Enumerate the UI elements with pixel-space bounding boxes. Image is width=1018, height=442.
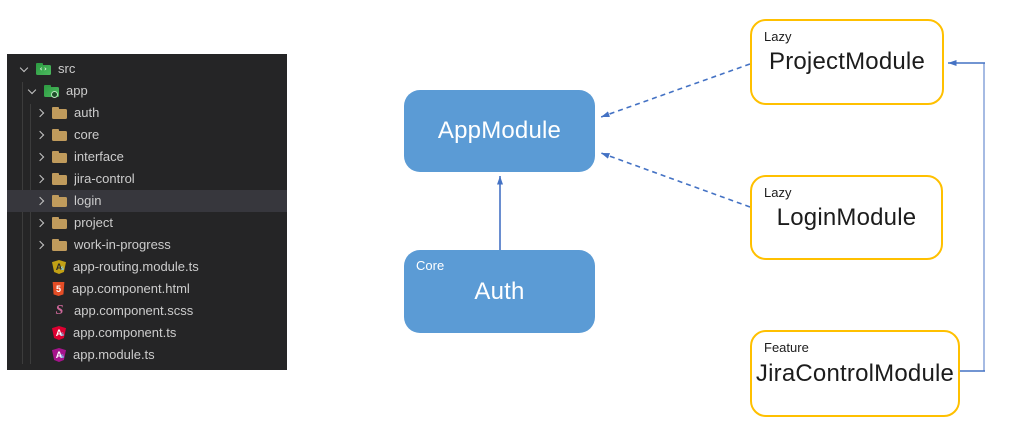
- chevron-right-icon[interactable]: [35, 130, 45, 140]
- folder-icon: [52, 238, 67, 253]
- tree-row-label: src: [58, 61, 76, 76]
- folder-icon: [52, 216, 67, 231]
- indent-guide: [30, 104, 31, 364]
- angular-routing-icon: A: [52, 260, 66, 274]
- tree-row-label: interface: [74, 149, 124, 164]
- tree-row-label: app.component.ts: [73, 325, 177, 340]
- chevron-right-icon[interactable]: [35, 174, 45, 184]
- edge-loginmodule-to-appmodule: [600, 152, 751, 208]
- indent-guide: [22, 82, 23, 364]
- tree-row-login[interactable]: login: [7, 190, 287, 212]
- tree-row-label: auth: [74, 105, 100, 120]
- tree-row-app.module.ts[interactable]: Aapp.module.ts: [7, 344, 287, 366]
- node-app-module: AppModule: [404, 90, 595, 172]
- chevron-down-icon[interactable]: [19, 63, 29, 72]
- tree-row-label: work-in-progress: [74, 237, 171, 252]
- tree-row-auth[interactable]: auth: [7, 102, 287, 124]
- tree-row-project[interactable]: project: [7, 212, 287, 234]
- tree-row-core[interactable]: core: [7, 124, 287, 146]
- tree-row-jira-control[interactable]: jira-control: [7, 168, 287, 190]
- chevron-right-icon[interactable]: [35, 240, 45, 250]
- chevron-right-icon[interactable]: [35, 218, 45, 228]
- tree-row-app.component.ts[interactable]: Aapp.component.ts: [7, 322, 287, 344]
- tree-row-work-in-progress[interactable]: work-in-progress: [7, 234, 287, 256]
- tree-row-label: jira-control: [74, 171, 135, 186]
- folder-icon: [52, 106, 67, 121]
- node-badge: Lazy: [764, 29, 792, 44]
- node-label: LoginModule: [776, 203, 917, 231]
- node-jira-control-module: Feature JiraControlModule: [750, 330, 960, 417]
- node-label: AppModule: [437, 117, 562, 144]
- tree-row-app-routing.module.ts[interactable]: Aapp-routing.module.ts: [7, 256, 287, 278]
- node-badge: Lazy: [764, 185, 792, 200]
- edge-projectmodule-to-appmodule: [600, 63, 751, 118]
- tree-row-label: login: [74, 193, 102, 208]
- folder-app-icon: [44, 84, 59, 99]
- tree-row-label: app.module.ts: [73, 347, 155, 362]
- tree-row-label: core: [74, 127, 100, 142]
- tree-row-label: project: [74, 215, 114, 230]
- tree-row-label: app: [66, 83, 88, 98]
- angular-module-icon: A: [52, 348, 66, 362]
- angular-component-icon: A: [52, 326, 66, 340]
- node-label: ProjectModule: [768, 48, 925, 75]
- chevron-right-icon[interactable]: [35, 152, 45, 162]
- node-login-module: Lazy LoginModule: [750, 175, 943, 260]
- node-badge: Core: [416, 258, 445, 273]
- html5-icon: 5: [52, 282, 65, 296]
- node-label: Auth: [474, 277, 525, 305]
- file-explorer-panel: ‹› src app auth core interface jira-control log…: [7, 54, 287, 370]
- node-auth: Core Auth: [404, 250, 595, 333]
- tree-row-app[interactable]: app: [7, 80, 287, 102]
- node-badge: Feature: [764, 340, 809, 355]
- sass-icon: S: [55, 303, 64, 318]
- tree-row-label: app-routing.module.ts: [73, 259, 199, 274]
- tree-row-interface[interactable]: interface: [7, 146, 287, 168]
- tree-row-src[interactable]: ‹› src: [7, 58, 287, 80]
- folder-src-icon: ‹›: [36, 62, 51, 77]
- folder-icon: [52, 194, 67, 209]
- tree-row-label: app.component.scss: [74, 303, 194, 318]
- file-tree: ‹› src app auth core interface jira-control log…: [7, 58, 287, 366]
- node-label: JiraControlModule: [755, 359, 955, 387]
- tree-row-label: app.component.html: [72, 281, 190, 296]
- node-project-module: Lazy ProjectModule: [750, 19, 944, 105]
- folder-icon: [52, 172, 67, 187]
- chevron-right-icon[interactable]: [35, 108, 45, 118]
- folder-icon: [52, 128, 67, 143]
- chevron-down-icon[interactable]: [27, 85, 37, 94]
- chevron-right-icon[interactable]: [35, 196, 45, 206]
- folder-icon: [52, 150, 67, 165]
- tree-row-app.component.html[interactable]: 5 app.component.html: [7, 278, 287, 300]
